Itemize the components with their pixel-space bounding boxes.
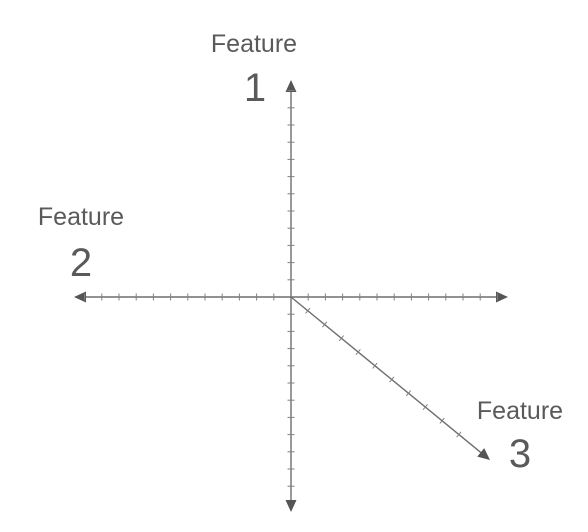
feature-3-axis-tick xyxy=(439,417,445,424)
feature-1-negative-arrowhead xyxy=(285,500,297,512)
feature-1-label-number: 1 xyxy=(244,66,266,110)
feature-3-axis-line xyxy=(290,296,483,455)
feature-3-axis-tick xyxy=(355,348,361,356)
feature-2-negative-arrowhead xyxy=(496,291,508,303)
axes-layer xyxy=(74,80,508,512)
feature-3-axis-tick xyxy=(405,390,412,397)
feature-2-label-number: 2 xyxy=(70,241,92,285)
feature-3-label-word: Feature xyxy=(477,397,563,425)
feature-3-axis-tick xyxy=(456,431,462,438)
feature-3-axis-tick xyxy=(321,321,328,328)
feature-3-label-number: 3 xyxy=(509,432,531,476)
feature-2-label-word: Feature xyxy=(38,203,124,231)
feature-3-axis-tick xyxy=(305,307,311,314)
feature-3-axis-tick xyxy=(422,403,428,411)
feature-3-axis-tick xyxy=(338,335,344,342)
feature-1-arrowhead xyxy=(285,80,297,92)
feature-3-axis-tick xyxy=(389,376,395,383)
feature-3-axis-tick xyxy=(372,362,378,369)
feature-3-arrowhead xyxy=(477,448,490,460)
feature-1-label-word: Feature xyxy=(211,30,297,58)
feature-2-arrowhead xyxy=(74,291,86,303)
